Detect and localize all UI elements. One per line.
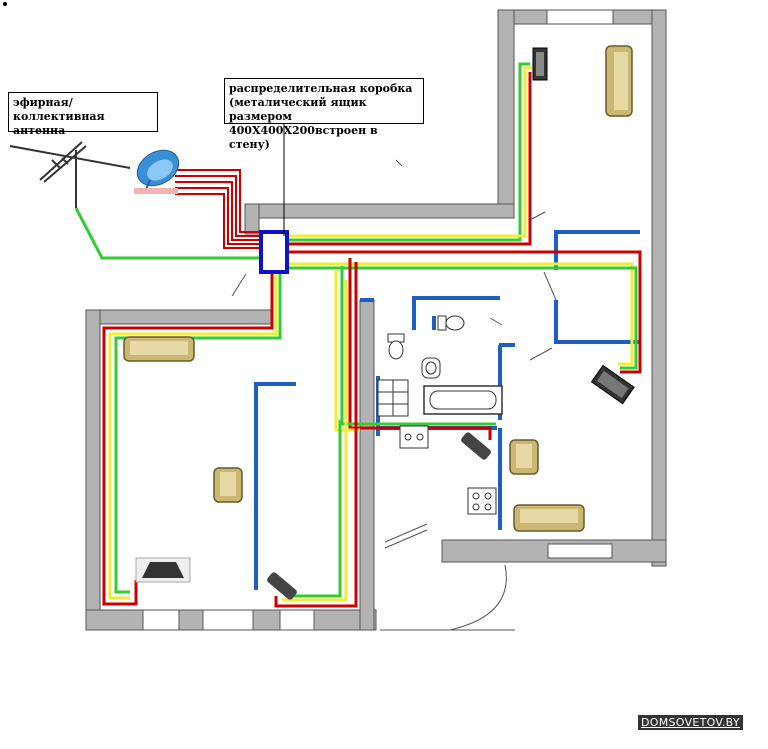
distribution-box — [259, 230, 289, 274]
toilet-icon — [437, 315, 465, 331]
sofa-icon — [605, 45, 633, 117]
windows — [142, 9, 614, 631]
satellite-dish-icon — [134, 149, 180, 194]
armchair-icon — [509, 439, 539, 475]
sink-icon — [421, 357, 441, 379]
antenna-cable — [74, 207, 262, 260]
door-arcs — [231, 159, 557, 631]
antenna-label: эфирная/коллективная антенна — [8, 92, 158, 137]
upper-room-cables — [288, 62, 534, 246]
watermark-link[interactable]: DOMSOVETOV.BY — [638, 715, 743, 730]
bathtub-icon — [423, 385, 503, 415]
living-room-cables — [102, 270, 282, 606]
sofa-icon — [513, 504, 585, 532]
tv-icon — [461, 432, 491, 460]
tv-icon — [532, 47, 548, 81]
terrestrial-antenna-icon — [9, 141, 131, 208]
armchair-icon — [213, 467, 243, 503]
satellite-cables — [175, 169, 262, 249]
stove-icon — [467, 487, 497, 515]
tv-icon — [590, 364, 635, 405]
corner-dot — [3, 2, 7, 6]
bedroom-cables — [288, 250, 642, 374]
sink-icon — [399, 425, 429, 449]
sofa-icon — [123, 336, 195, 362]
toilet-icon — [387, 333, 405, 360]
tv-icon — [267, 572, 297, 600]
distribution-box-label: распределительная коробка (металический … — [224, 78, 424, 151]
tv-icon — [135, 557, 191, 583]
stove-icon — [377, 379, 409, 417]
